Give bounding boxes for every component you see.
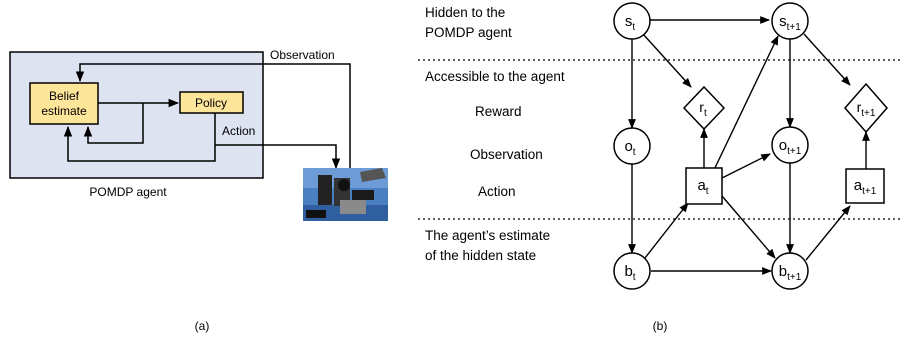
node-ot1-base: o (779, 137, 787, 154)
node-st-base: s (625, 13, 633, 30)
svg-text:st+1: st+1 (779, 13, 801, 33)
node-ot-sub: t (633, 147, 636, 158)
edge-st1-rt1 (803, 33, 851, 86)
robot-photo (303, 168, 388, 221)
node-ot-base: o (624, 138, 632, 155)
observation-label: Observation (270, 48, 335, 62)
node-ot1-sub: t+1 (787, 146, 802, 157)
node-rt1-base: r (857, 99, 862, 115)
svg-text:ot: ot (624, 138, 635, 158)
node-st1-base: s (779, 13, 787, 30)
belief-label-line1: Belief (49, 89, 80, 103)
svg-text:bt: bt (624, 263, 635, 283)
node-rt-sub: t (704, 108, 707, 119)
policy-box (179, 91, 244, 114)
belief-estimate-box (29, 82, 99, 125)
observation-row-label: Observation (470, 147, 543, 162)
node-at1-sub: t+1 (862, 186, 877, 197)
node-at-base: a (697, 177, 706, 194)
node-at: at (685, 167, 723, 205)
node-rt1-sub: t+1 (861, 108, 876, 119)
node-at1: at+1 (845, 168, 885, 204)
node-at1-base: a (854, 177, 863, 194)
pomdp-agent-label: POMDP agent (89, 185, 167, 199)
node-bt-base: b (624, 263, 632, 280)
action-line (63, 113, 216, 162)
node-rt: rt (682, 85, 726, 131)
edge-bt-at (644, 202, 689, 259)
edge-at-bt1 (721, 195, 776, 259)
svg-text:st: st (625, 13, 636, 33)
policy-label: Policy (195, 96, 227, 110)
svg-text:ot+1: ot+1 (779, 137, 802, 157)
node-bt1: bt+1 (771, 252, 809, 290)
node-bt: bt (613, 252, 651, 290)
svg-text:at+1: at+1 (854, 177, 877, 197)
hidden-label-line1: Hidden to the (425, 5, 505, 20)
node-at-sub: t (706, 186, 709, 197)
node-rt1: rt+1 (844, 82, 888, 134)
edge-st-rt (642, 33, 692, 88)
edge-bt1-at1 (805, 205, 851, 261)
caption-a: (a) (195, 319, 210, 333)
node-st1: st+1 (771, 2, 809, 40)
reward-row-label: Reward (475, 104, 522, 119)
node-st-sub: t (632, 22, 635, 33)
panel-a: Belief estimate Policy Observation Actio… (9, 48, 388, 333)
action-row-label: Action (478, 184, 516, 199)
svg-text:bt+1: bt+1 (779, 263, 802, 283)
node-rt-base: r (699, 99, 704, 115)
edge-at-ot1 (721, 153, 771, 179)
action-to-robot-arrow (215, 144, 341, 170)
belief-feedback-arrow (83, 103, 144, 144)
belief-label-line2: estimate (41, 104, 87, 118)
estimate-label-line2: of the hidden state (425, 248, 536, 263)
node-ot1: ot+1 (771, 126, 809, 164)
node-ot: ot (613, 127, 651, 165)
node-st: st (613, 2, 651, 40)
node-bt1-base: b (779, 263, 787, 280)
svg-text:rt: rt (699, 99, 707, 119)
observation-arrow (75, 63, 351, 168)
hidden-label-line2: POMDP agent (425, 25, 512, 40)
panel-b: Hidden to the POMDP agent Accessible to … (418, 2, 902, 333)
svg-text:rt+1: rt+1 (857, 99, 876, 119)
node-st1-sub: t+1 (787, 22, 802, 33)
caption-b: (b) (653, 319, 668, 333)
accessible-label: Accessible to the agent (425, 69, 565, 84)
node-bt-sub: t (633, 272, 636, 283)
node-bt1-sub: t+1 (787, 272, 802, 283)
svg-text:at: at (697, 177, 708, 197)
action-label: Action (222, 124, 255, 138)
edge-at-st1 (712, 35, 779, 173)
estimate-label-line1: The agent’s estimate (425, 228, 550, 243)
